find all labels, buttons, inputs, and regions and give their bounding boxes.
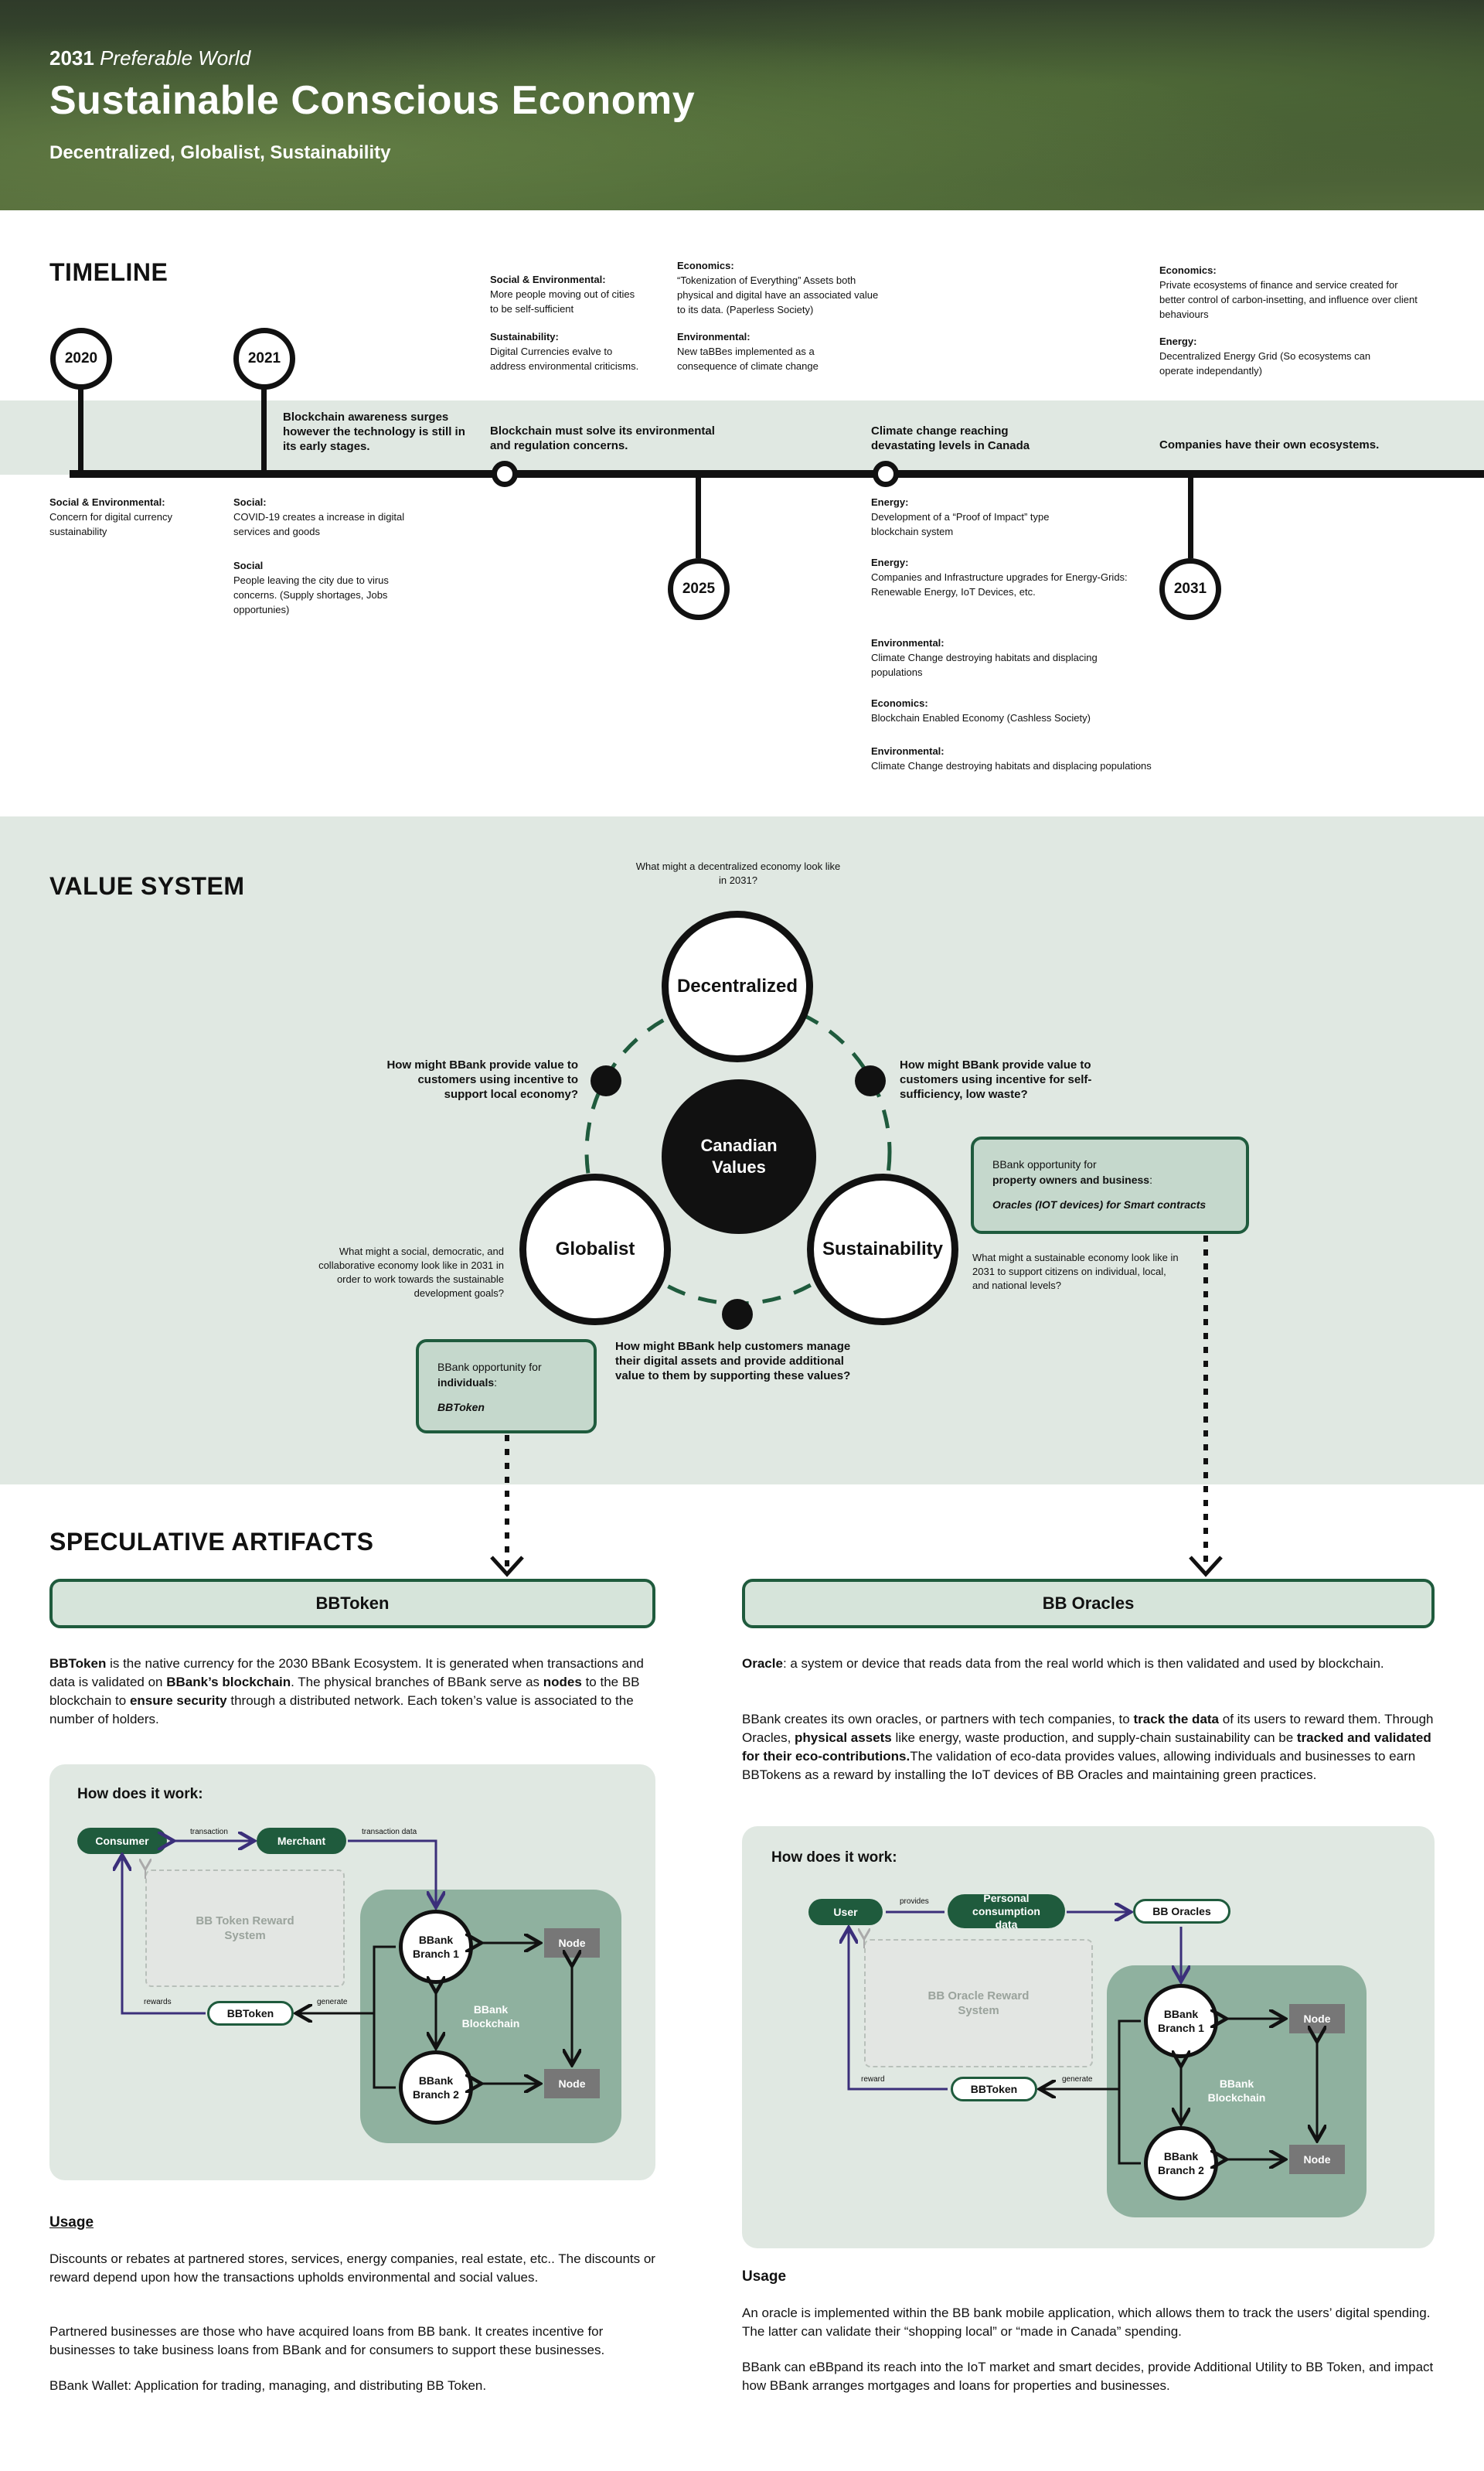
opp-individuals-audience: individuals [437, 1376, 495, 1389]
timeline-2020-note: Social & Environmental:Concern for digit… [49, 496, 172, 537]
oracles-how-title: How does it work: [771, 1849, 897, 1866]
merchant-pill: Merchant [257, 1828, 346, 1854]
timeline-2031-note-2: Energy:Decentralized Energy Grid (So eco… [1159, 336, 1371, 377]
timeline-2025a-note-2: Sustainability:Digital Currencies evalve… [490, 331, 639, 372]
oracle-description: BBank creates its own oracles, or partne… [742, 1712, 1434, 1782]
timeline-climate-note-5: Environmental:Climate Change destroying … [871, 745, 1152, 772]
node-box-2: Node [544, 2069, 600, 2098]
bbtoken-usage-title: Usage [49, 2214, 94, 2231]
timeline-climate-headline: Climate change reaching devastating leve… [871, 424, 1030, 452]
timeline-2025a-headline: Blockchain must solve its environmental … [490, 424, 715, 452]
oracles-node-2: Node [1289, 2145, 1345, 2174]
timeline-climate-note-2: Energy:Companies and Infrastructure upgr… [871, 557, 1128, 598]
opp-property-label: BBank opportunity for [992, 1158, 1097, 1171]
stem-2025 [696, 473, 701, 558]
ring-dot-left [591, 1065, 621, 1096]
stem-2020 [78, 388, 83, 473]
hero-title: Sustainable Conscious Economy [49, 78, 696, 123]
opportunity-individuals-card: BBank opportunity for individuals: BBTok… [416, 1339, 597, 1433]
opportunity-property-card: BBank opportunity for property owners an… [971, 1137, 1249, 1234]
timeline-2025b-note-2: Environmental:New taBBes implemented as … [677, 331, 819, 372]
globalist-circle: Globalist [519, 1174, 671, 1325]
personal-data-pill: Personal consumption data [948, 1892, 1065, 1931]
provides-label: provides [900, 1897, 929, 1906]
decentralized-circle: Decentralized [662, 911, 813, 1062]
bbtoken-usage-1: Discounts or rebates at partnered stores… [49, 2251, 655, 2285]
question-self-sufficiency: How might BBank provide value to custome… [900, 1058, 1092, 1101]
oracles-usage-title: Usage [742, 2268, 787, 2285]
year-2020-marker: 2020 [50, 328, 112, 390]
timeline-event-node [492, 461, 518, 487]
timeline-2025a-note: Social & Environmental:More people movin… [490, 274, 635, 315]
value-system-title: VALUE SYSTEM [49, 872, 245, 900]
opp-property-audience: property owners and business [992, 1174, 1150, 1186]
timeline-title: TIMELINE [49, 258, 168, 286]
question-local-economy: How might BBank provide value to custome… [386, 1058, 578, 1101]
opp-individuals-item: BBToken [437, 1401, 485, 1413]
consumer-pill: Consumer [77, 1828, 167, 1854]
oracles-blockchain-label: BBank Blockchain [1207, 2077, 1266, 2104]
generate-label: generate [317, 1998, 348, 2006]
oracles-branch-2: BBank Branch 2 [1144, 2126, 1218, 2200]
stem-2031 [1188, 473, 1193, 558]
transaction-data-label: transaction data [362, 1828, 417, 1836]
hero-year: 2031 [49, 46, 94, 70]
artifacts-title: SPECULATIVE ARTIFACTS [49, 1528, 374, 1556]
year-2025-marker: 2025 [668, 558, 730, 620]
timeline-event-node-2 [873, 461, 899, 487]
note-sustainability: What might a sustainable economy look li… [972, 1252, 1179, 1291]
oracles-usage-1: An oracle is implemented within the BB b… [742, 2306, 1431, 2339]
bbtoken-reward-system: BB Token Reward System [145, 1869, 345, 1987]
canadian-values-circle: Canadian Values [662, 1079, 816, 1234]
hero-subtitle: Decentralized, Globalist, Sustainability [49, 142, 391, 163]
bbtoken-how-title: How does it work: [77, 1786, 203, 1802]
timeline-2031-note: Economics:Private ecosystems of finance … [1159, 264, 1418, 320]
year-2021-marker: 2021 [233, 328, 295, 390]
timeline-2021-note: Social:COVID-19 creates a increase in di… [233, 496, 405, 537]
hero-banner: 2031 Preferable World Sustainable Consci… [0, 0, 1484, 210]
hero-year-line: 2031 Preferable World [49, 46, 250, 70]
bbtoken-header: BBToken [49, 1579, 655, 1628]
timeline-climate-note-4: Economics:Blockchain Enabled Economy (Ca… [871, 697, 1091, 724]
timeline-climate-note-3: Environmental:Climate Change destroying … [871, 637, 1098, 678]
oracles-node-1: Node [1289, 2004, 1345, 2033]
hero-year-suffix: Preferable World [100, 46, 251, 70]
oracles-bbtoken-pill: BBToken [951, 2077, 1037, 2101]
timeline-2031-headline: Companies have their own ecosystems. [1159, 438, 1380, 452]
note-globalist: What might a social, democratic, and col… [318, 1246, 504, 1299]
timeline-band [0, 400, 1484, 475]
bb-oracles-header: BB Oracles [742, 1579, 1435, 1628]
stem-2021 [261, 388, 267, 473]
bbtoken-description: BBToken is the native currency for the 2… [49, 1656, 644, 1726]
oracles-generate-label: generate [1062, 2075, 1093, 2084]
value-system-top-question: What might a decentralized economy look … [635, 861, 841, 886]
sustainability-circle: Sustainability [807, 1174, 958, 1325]
bbtoken-usage-3: BBank Wallet: Application for trading, m… [49, 2378, 487, 2393]
question-digital-assets: How might BBank help customers manage th… [615, 1340, 851, 1382]
bbtoken-usage-2: Partnered businesses are those who have … [49, 2324, 605, 2357]
timeline-2021-headline: Blockchain awareness surges however the … [283, 411, 465, 453]
oracle-definition: Oracle: a system or device that reads da… [742, 1656, 1384, 1671]
opp-individuals-label: BBank opportunity for [437, 1361, 542, 1373]
timeline-2025b-note: Economics:“Tokenization of Everything” A… [677, 260, 879, 315]
bbtoken-pill: BBToken [207, 2001, 294, 2026]
oracle-reward-system: BB Oracle Reward System [864, 1939, 1093, 2067]
ring-dot-bottom [722, 1299, 753, 1330]
timeline-axis [70, 470, 1484, 478]
reward-label: reward [861, 2075, 885, 2084]
bbtoken-blockchain-label: BBank Blockchain [461, 2003, 520, 2030]
user-pill: User [808, 1899, 883, 1925]
oracles-usage-2: BBank can eBBpand its reach into the IoT… [742, 2360, 1434, 2393]
rewards-label: rewards [144, 1998, 172, 2006]
timeline-climate-note-1: Energy:Development of a “Proof of Impact… [871, 496, 1050, 537]
bb-oracles-pill: BB Oracles [1133, 1899, 1230, 1924]
year-2031-marker: 2031 [1159, 558, 1221, 620]
ring-dot-right [855, 1065, 886, 1096]
opp-property-item: Oracles (IOT devices) for Smart contract… [992, 1198, 1207, 1211]
